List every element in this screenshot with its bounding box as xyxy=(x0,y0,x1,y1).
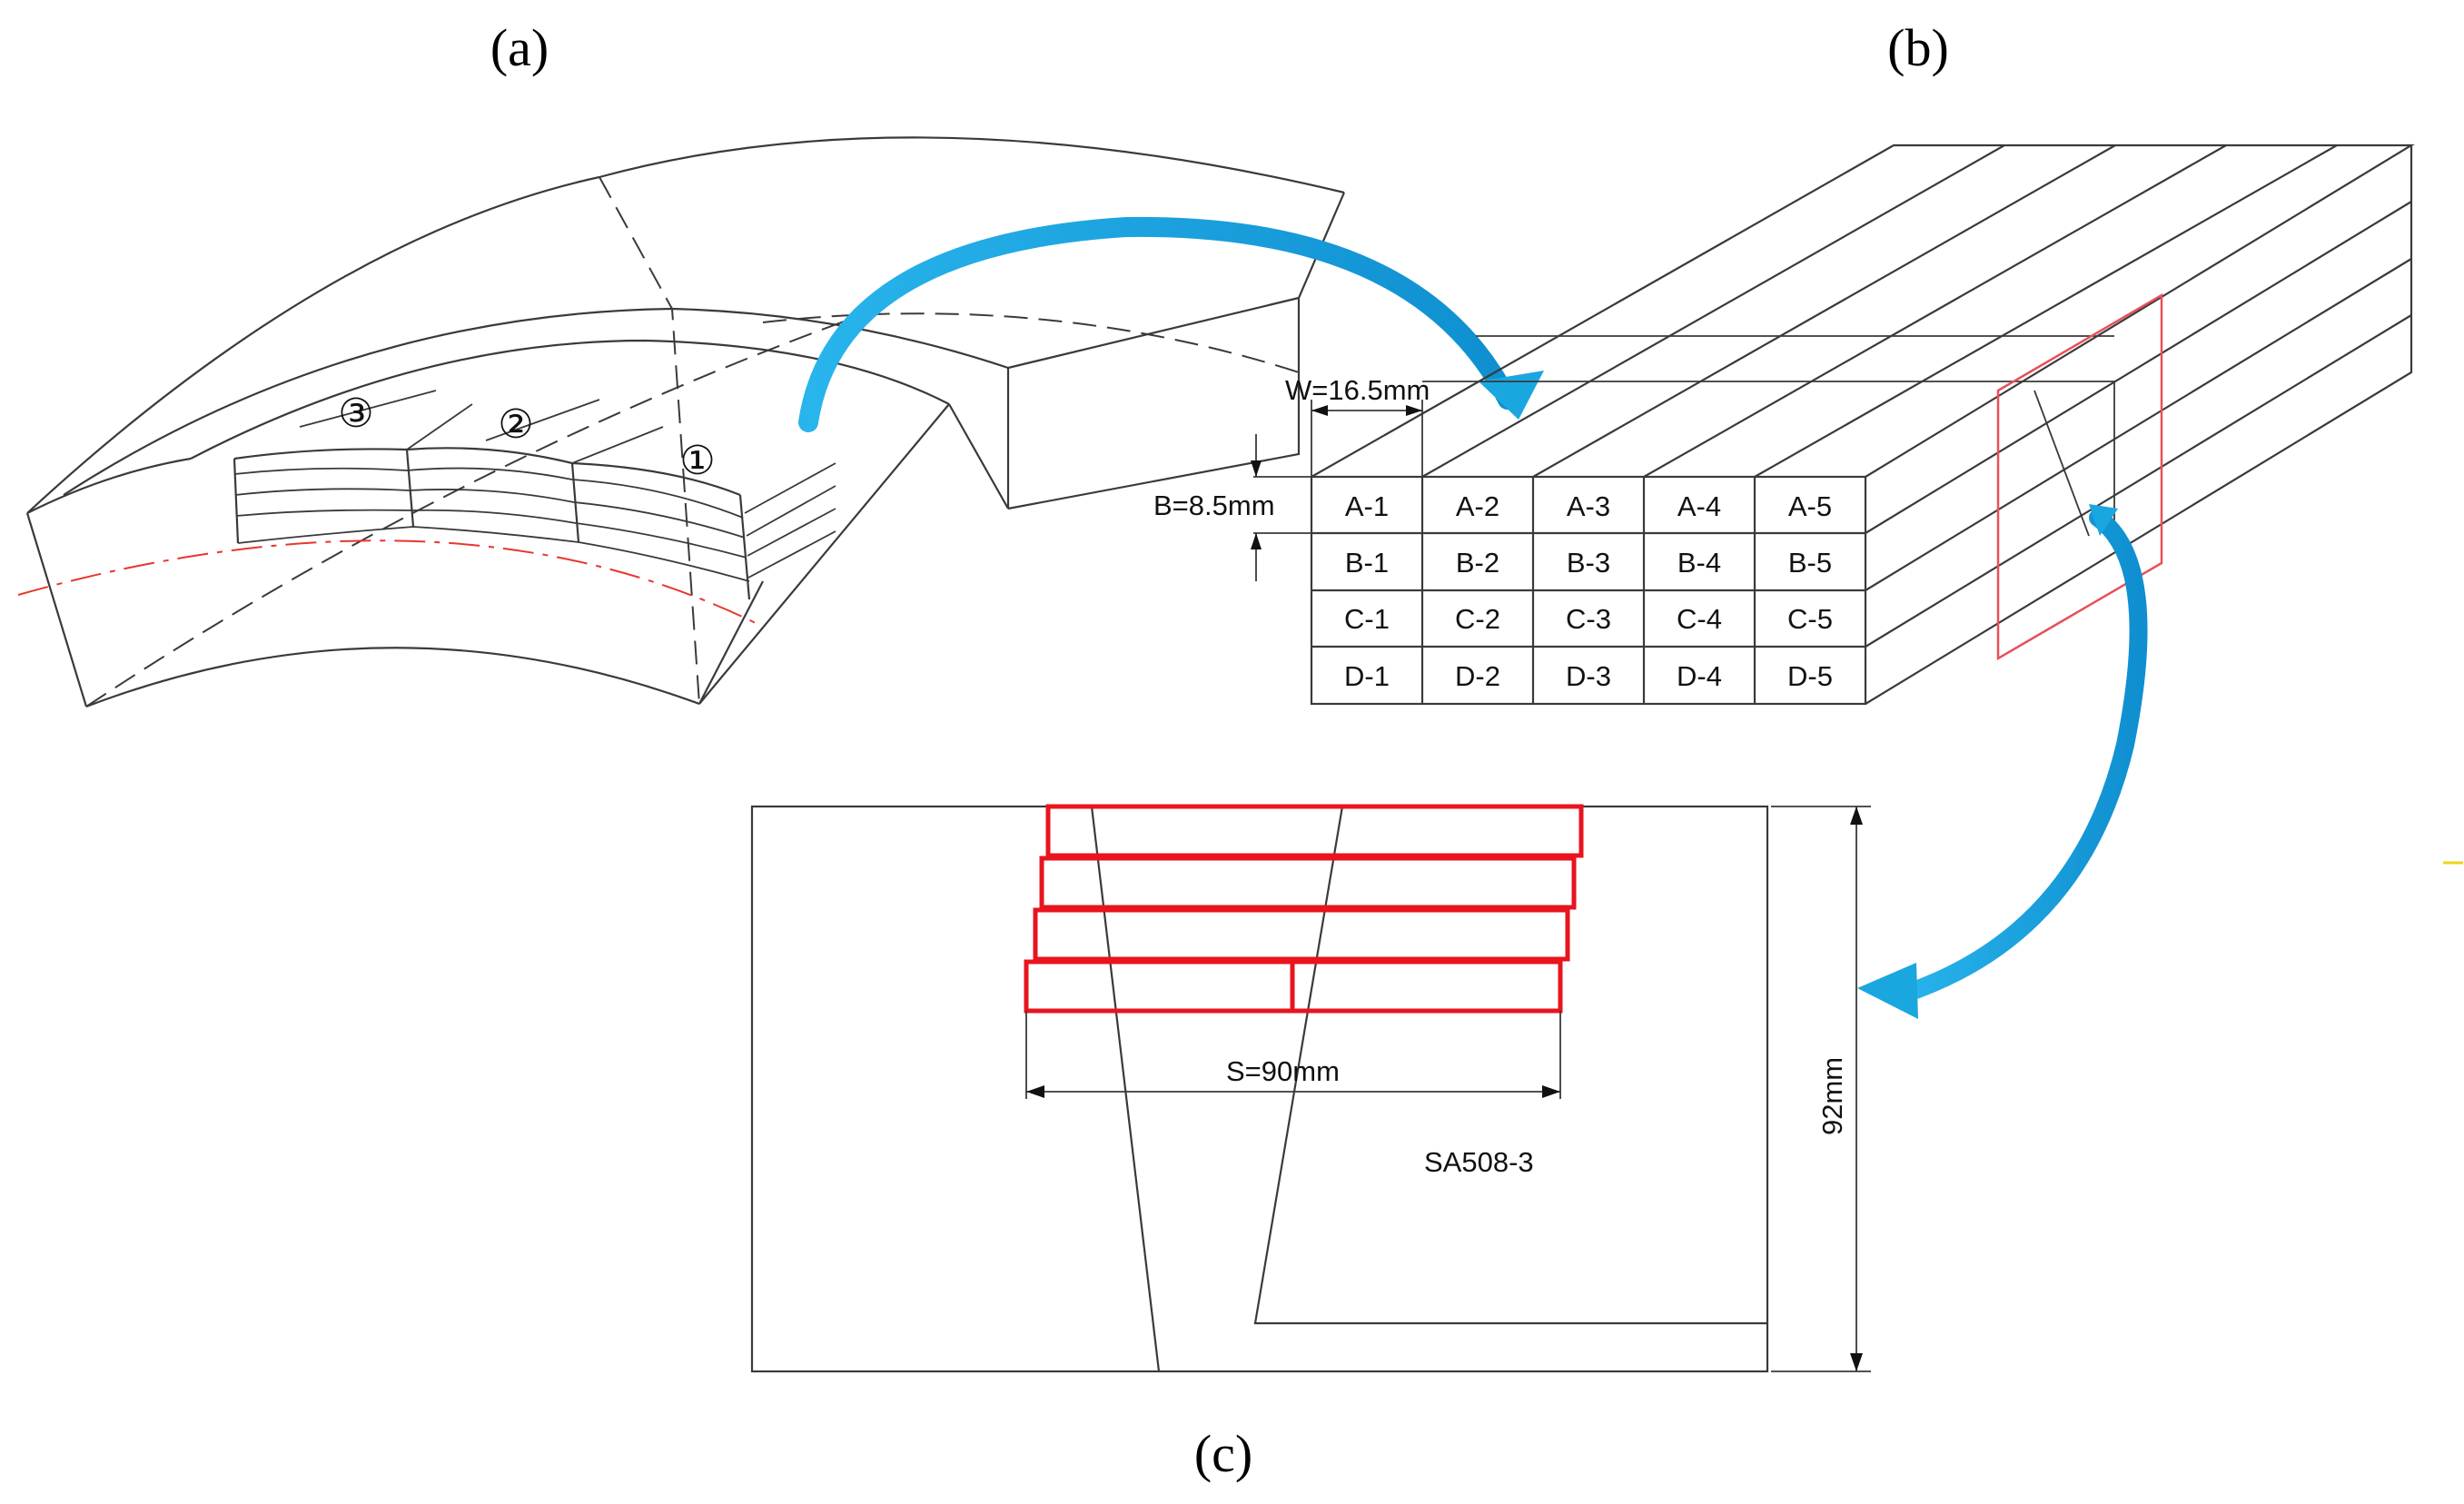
weld-layer-extension xyxy=(744,462,836,579)
arrow-a-to-b xyxy=(798,216,1544,432)
weld-layer-line xyxy=(237,526,750,582)
weld-bead-2 xyxy=(1039,856,1577,910)
section-outline xyxy=(750,805,1769,1373)
marker-1: ① xyxy=(679,438,715,484)
weld-bead-1 xyxy=(1045,804,1584,858)
material-label: SA508-3 xyxy=(1424,1146,1534,1178)
panel-b-label: (b) xyxy=(1887,18,1949,77)
grid-cell: D-2 xyxy=(1455,660,1500,692)
grid-cell: B-3 xyxy=(1567,547,1610,579)
grid-cell: C-5 xyxy=(1787,603,1833,635)
top-face-lines xyxy=(1421,144,2338,478)
weld-layer-line xyxy=(235,509,747,559)
block-left-edge xyxy=(25,512,88,707)
groove-left-wall xyxy=(1090,806,1161,1372)
right-face-lines xyxy=(1865,201,2412,648)
weld-segment-walls xyxy=(233,449,751,600)
weld-layer-line xyxy=(233,447,741,497)
height-dimension xyxy=(1251,434,1311,581)
grid-cell: B-4 xyxy=(1677,547,1721,579)
grid-cell: B-2 xyxy=(1456,547,1499,579)
panel-a-label: (a) xyxy=(490,18,549,77)
groove-front-slope xyxy=(698,403,1009,705)
grid-cell: A-3 xyxy=(1567,490,1610,522)
red-center-line xyxy=(17,539,764,628)
block-front-right-edge xyxy=(698,580,764,705)
grid-cell: D-5 xyxy=(1787,660,1833,692)
span-label: S=90mm xyxy=(1226,1055,1340,1087)
grid-cell: C-2 xyxy=(1455,603,1500,635)
weld-layer-line xyxy=(233,467,744,519)
section-plane xyxy=(1996,292,2163,661)
thickness-label: 92mm xyxy=(1816,1057,1848,1135)
groove-inner-arc xyxy=(190,339,950,460)
groove-right-wall xyxy=(1253,806,1767,1325)
grid-cell: B-5 xyxy=(1788,547,1832,579)
grid-cell: C-4 xyxy=(1677,603,1722,635)
groove-outer-arc xyxy=(63,307,1009,496)
specimen-top-face xyxy=(1311,143,2415,478)
block-front-top xyxy=(26,457,192,514)
width-dimension xyxy=(1311,400,1423,477)
grid-cell: D-1 xyxy=(1344,660,1390,692)
inner-cut-slope xyxy=(2034,390,2090,537)
grid-cell: A-4 xyxy=(1677,490,1721,522)
height-label: B=8.5mm xyxy=(1153,490,1275,521)
bottom-dash-line xyxy=(85,317,855,707)
grid-cell: A-2 xyxy=(1456,490,1499,522)
panel-c-label: (c) xyxy=(1194,1424,1252,1483)
block-bottom-arc xyxy=(85,647,700,708)
weld-bead-4b xyxy=(1290,959,1563,1014)
specimen-grid: A-1 A-2 A-3 A-4 A-5 B-1 B-2 B-3 B-4 B-5 … xyxy=(1344,490,1833,692)
grid-cell: D-3 xyxy=(1566,660,1611,692)
grid-cell: C-3 xyxy=(1566,603,1611,635)
panel-c-cross-section xyxy=(750,804,1769,1373)
panel-b-specimen-block xyxy=(1310,143,2415,706)
weld-bead-3 xyxy=(1033,907,1570,962)
specimen-right-face xyxy=(1865,145,2413,705)
marker-lead-lines xyxy=(299,390,664,464)
weld-layers xyxy=(233,390,836,600)
panel-a-weld-block: ③ ② ① xyxy=(17,136,1346,708)
span-dimension xyxy=(1025,1011,1561,1099)
grid-cell: A-5 xyxy=(1788,490,1832,522)
top-dash-line xyxy=(599,176,700,705)
grid-cell: A-1 xyxy=(1345,490,1389,522)
thickness-dimension xyxy=(1771,806,1871,1372)
grid-cell: B-1 xyxy=(1345,547,1389,579)
grid-cell: C-1 xyxy=(1344,603,1390,635)
marker-3: ③ xyxy=(338,391,373,437)
grid-cell: D-4 xyxy=(1677,660,1722,692)
back-dash-arc xyxy=(762,312,1300,373)
arrow-b-to-c xyxy=(1857,504,2148,1019)
width-label: W=16.5mm xyxy=(1285,374,1430,406)
weld-layer-line xyxy=(234,488,746,539)
grid-horizontal-lines xyxy=(1311,531,1865,648)
block-right-face xyxy=(1007,298,1301,510)
weld-bead-4a xyxy=(1024,959,1295,1014)
marker-2: ② xyxy=(498,401,533,448)
inner-cut-outline xyxy=(1422,335,2115,545)
